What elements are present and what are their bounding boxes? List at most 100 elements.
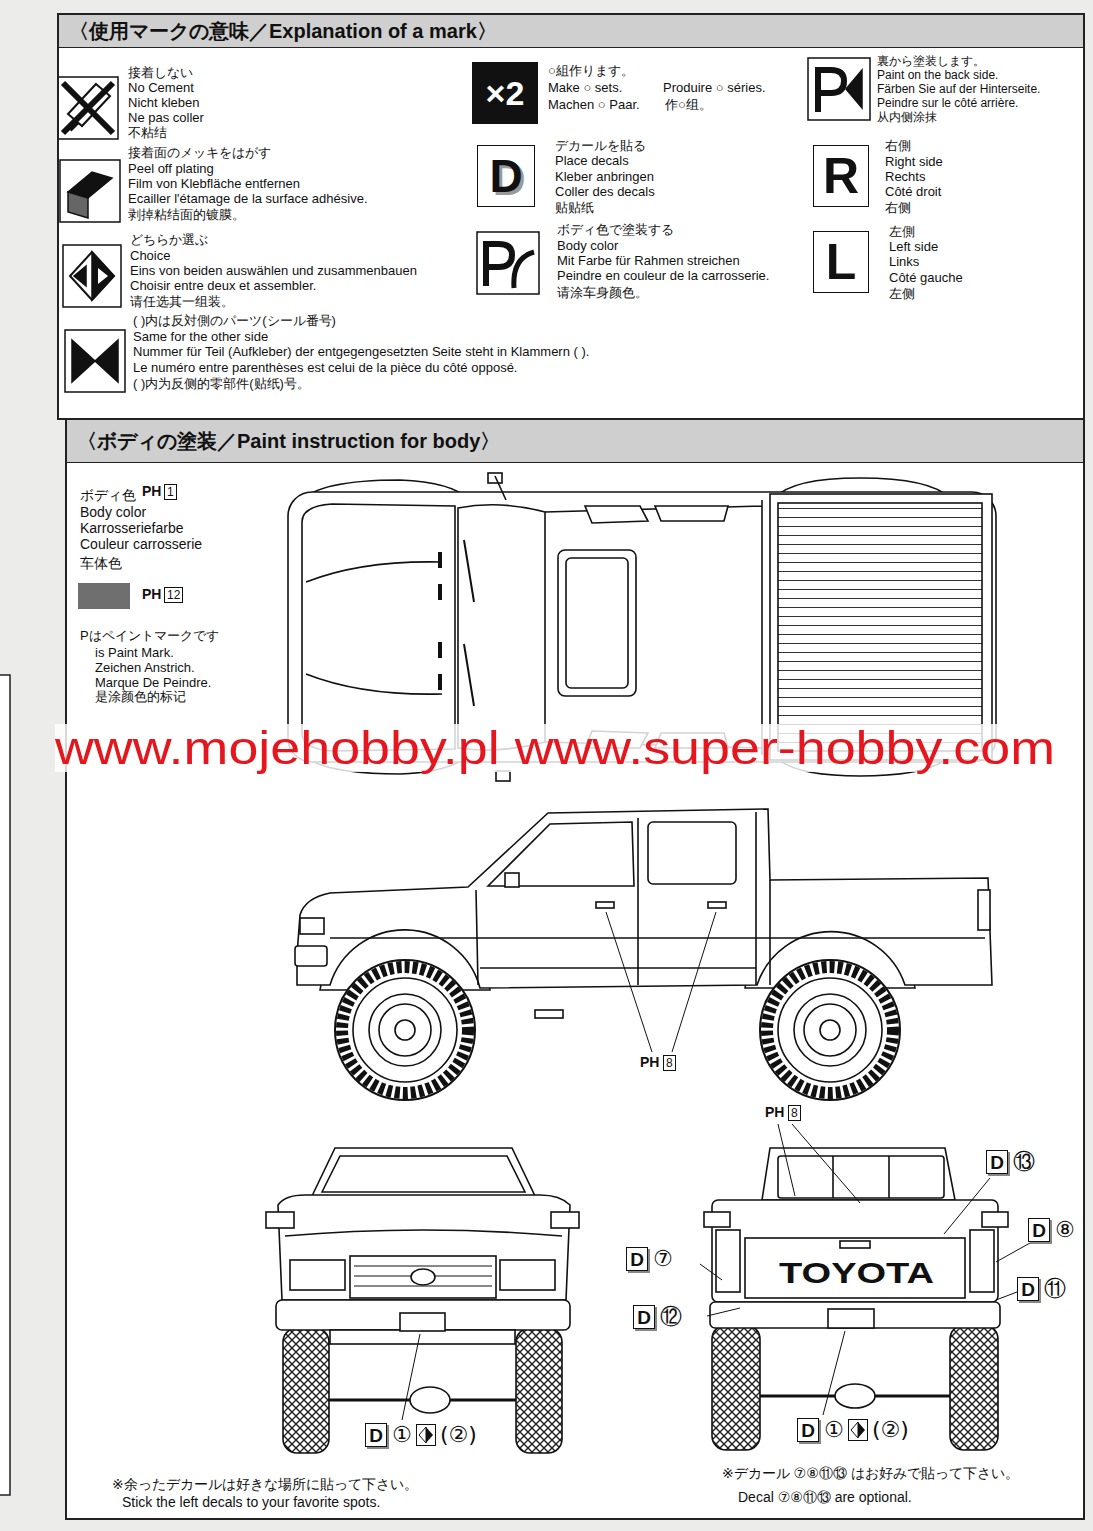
mark-text: Ne pas coller	[128, 111, 204, 126]
leader-lines	[700, 1264, 722, 1280]
top-view-car	[495, 476, 506, 500]
front-view-car	[330, 1330, 515, 1344]
leader-lines	[606, 912, 716, 1052]
front-view-car	[411, 1269, 435, 1285]
rear-view-car	[712, 1200, 998, 1302]
mark-text: デカールを貼る	[555, 139, 646, 154]
front-view-car	[283, 1328, 329, 1453]
panel-ground	[57, 13, 1085, 420]
decal-mark: D	[990, 1153, 1004, 1172]
mark-text: ボディ色で塗装する	[557, 223, 674, 238]
paint-mark: PH	[640, 1054, 659, 1070]
rear-view-car	[950, 1325, 998, 1450]
choice-symbol	[419, 1427, 426, 1443]
decal-mark: D	[369, 1426, 383, 1445]
leader-lines	[823, 1331, 845, 1415]
callout-number: ⑦	[653, 1246, 673, 1272]
mark-symbols	[92, 252, 114, 300]
icon-letter: ×2	[486, 76, 525, 110]
mark-text: 左侧	[889, 287, 915, 302]
side-wheel	[353, 978, 457, 1082]
panel-heading: 〈使用マークの意味／Explanation of a mark〉	[69, 19, 497, 43]
side-view-car	[648, 822, 736, 884]
mark-text: Peindre en couleur de la carrosserie.	[557, 269, 769, 284]
choice-symbol	[416, 1424, 436, 1446]
callout-number: (②)	[440, 1422, 477, 1448]
callout-number: ⑧	[1055, 1217, 1075, 1243]
top-view-car	[655, 506, 728, 521]
top-view-car	[302, 504, 455, 751]
tailgate-lettering: TOYOTA	[779, 1256, 934, 1291]
body-color-text: Karrosseriefarbe	[80, 520, 184, 536]
decal-callout: D⑬	[986, 1150, 1008, 1174]
mark-text: Choice	[130, 249, 170, 264]
side-wheel	[335, 960, 475, 1100]
side-wheel	[395, 1020, 415, 1040]
footnote: ※デカール ⑦⑧⑪⑬ はお好みで貼って下さい。	[722, 1465, 1019, 1481]
decal-callout: D⑫	[633, 1305, 655, 1329]
body-color-text: Body color	[80, 504, 146, 520]
top-view-car	[566, 558, 628, 688]
paint-mark-note: Zeichen Anstrich.	[95, 661, 195, 676]
front-view-car	[266, 1212, 294, 1228]
side-view-car	[535, 1010, 563, 1018]
front-view-car	[290, 1260, 345, 1290]
left-side-icon: L	[813, 231, 869, 293]
mark-symbols	[818, 70, 844, 112]
mark-text: Produire ○ séries.	[663, 81, 766, 96]
leader-lines	[707, 1308, 740, 1316]
leader-lines	[402, 912, 1030, 1420]
top-view-car	[438, 552, 442, 690]
mark-text: 贴贴纸	[555, 201, 594, 216]
top-view-car	[488, 473, 502, 483]
decal-callout: D⑦	[626, 1247, 648, 1271]
rear-view-car	[982, 1212, 1008, 1227]
decal-icon: D	[477, 145, 535, 207]
mark-text: ( )内为反侧的零部件(贴纸)号。	[133, 377, 310, 392]
callout-number: ⑬	[1013, 1149, 1035, 1175]
paint-instruction-panel: 〈ボディの塗装／Paint instruction for body〉D⑬D⑧D…	[65, 418, 1085, 1520]
front-view-car	[322, 1156, 525, 1192]
body-color-text: ボディ色	[80, 487, 136, 503]
mark-text: Right side	[885, 155, 943, 170]
mark-text: 裏から塗装します。	[877, 55, 985, 69]
front-view-car	[516, 1328, 562, 1453]
top-view-car	[306, 562, 442, 694]
side-wheel	[369, 994, 441, 1066]
mark-text: 从内侧涂抹	[877, 111, 937, 125]
paint-mark-note: is Paint Mark.	[95, 646, 174, 661]
mark-text: 剥掉粘结面的镀膜。	[128, 208, 245, 223]
mark-text: 右侧	[885, 201, 911, 216]
rear-view-car	[716, 1230, 740, 1292]
decal-callout: D⑧	[1028, 1218, 1050, 1242]
front-view-car	[350, 1256, 496, 1298]
side-view-car	[505, 873, 519, 887]
rear-view-car	[828, 1309, 874, 1328]
callout-number: ①	[392, 1422, 412, 1448]
choice-symbol	[851, 1422, 858, 1438]
front-view-car	[500, 1260, 555, 1290]
mark-symbols	[68, 192, 88, 218]
mark-text: Mit Farbe für Rahmen streichen	[557, 254, 740, 269]
mark-text: Färben Sie auf der Hinterseite.	[877, 83, 1040, 97]
side-wheel	[820, 1020, 840, 1040]
choice-symbol	[848, 1419, 868, 1441]
callout-number: (②)	[872, 1417, 909, 1443]
footnote: Decal ⑦⑧⑪⑬ are optional.	[738, 1489, 912, 1505]
mark-symbols	[74, 266, 86, 286]
mark-text: Rechts	[885, 170, 925, 185]
mark-text: Peel off plating	[128, 162, 214, 177]
mark-symbols	[63, 245, 121, 307]
choice-symbol	[858, 1422, 865, 1438]
top-view-car	[585, 506, 648, 523]
callout-number: ⑪	[1044, 1276, 1066, 1302]
mark-text: Same for the other side	[133, 330, 268, 345]
mark-symbols	[70, 252, 114, 300]
rear-view-car	[835, 1384, 875, 1408]
mark-text: どちらか選ぶ	[130, 233, 208, 248]
leader-lines	[778, 1124, 860, 1203]
mark-text: Choisir entre deux et assembler.	[130, 279, 316, 294]
front-view-car	[551, 1212, 579, 1228]
mark-symbols	[72, 340, 118, 382]
